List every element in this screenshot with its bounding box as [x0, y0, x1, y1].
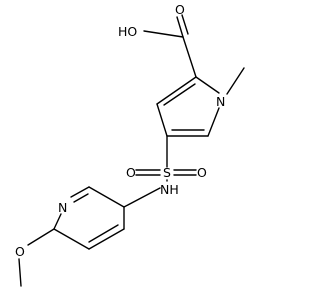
bond-carbonyl-a — [176, 16, 184, 38]
sulfonamide-group — [135, 135, 197, 182]
bond-c4-c3 — [156, 103, 168, 137]
carbonyl-oxygen-label: O — [175, 2, 185, 17]
bond-nh-c3py — [123, 187, 161, 208]
methoxy-group — [18, 228, 55, 287]
bond-c6py-c5py — [53, 228, 90, 250]
bond-n-c6py — [53, 213, 62, 230]
amine-label: NH — [160, 182, 179, 197]
structure-canvas: HO O N S O O NH N O — [15, 2, 245, 287]
hydroxyl-label: HO — [118, 24, 137, 39]
bond-carbonyl-b — [181, 14, 189, 35]
sulfonyl-oxygen-left-label: O — [126, 165, 136, 180]
methoxy-oxygen-label: O — [15, 244, 25, 259]
bond-c2-n1 — [195, 76, 220, 94]
bond-c2py-n-inner — [73, 193, 89, 203]
bond-c3py-c2py — [88, 186, 125, 208]
bond-c3-c2-inner — [163, 83, 196, 106]
bond-c5py-c4py-inner — [88, 224, 119, 243]
bond-c6py-o — [27, 228, 55, 246]
bond-c2py-n — [70, 186, 90, 198]
sulfur-label: S — [163, 165, 171, 180]
chemical-structure: HO O N S O O NH N O — [15, 2, 245, 287]
pyrrole-ring — [156, 67, 245, 137]
bond-n1-c5 — [207, 107, 220, 137]
bond-carboxyl-oh — [143, 30, 184, 38]
bond-c2-carboxyl — [182, 36, 197, 78]
pyridine-ring — [53, 186, 125, 250]
sulfonyl-oxygen-right-label: O — [197, 165, 207, 180]
bond-n1-methyl — [226, 67, 245, 95]
pyrrole-nitrogen-label: N — [216, 94, 225, 109]
carboxylic-acid-group — [143, 14, 197, 78]
bond-o-methyl — [18, 258, 22, 287]
bond-c5py-c4py — [88, 228, 125, 250]
bond-c3-c2 — [156, 76, 197, 105]
pyridine-nitrogen-label: N — [58, 200, 67, 215]
